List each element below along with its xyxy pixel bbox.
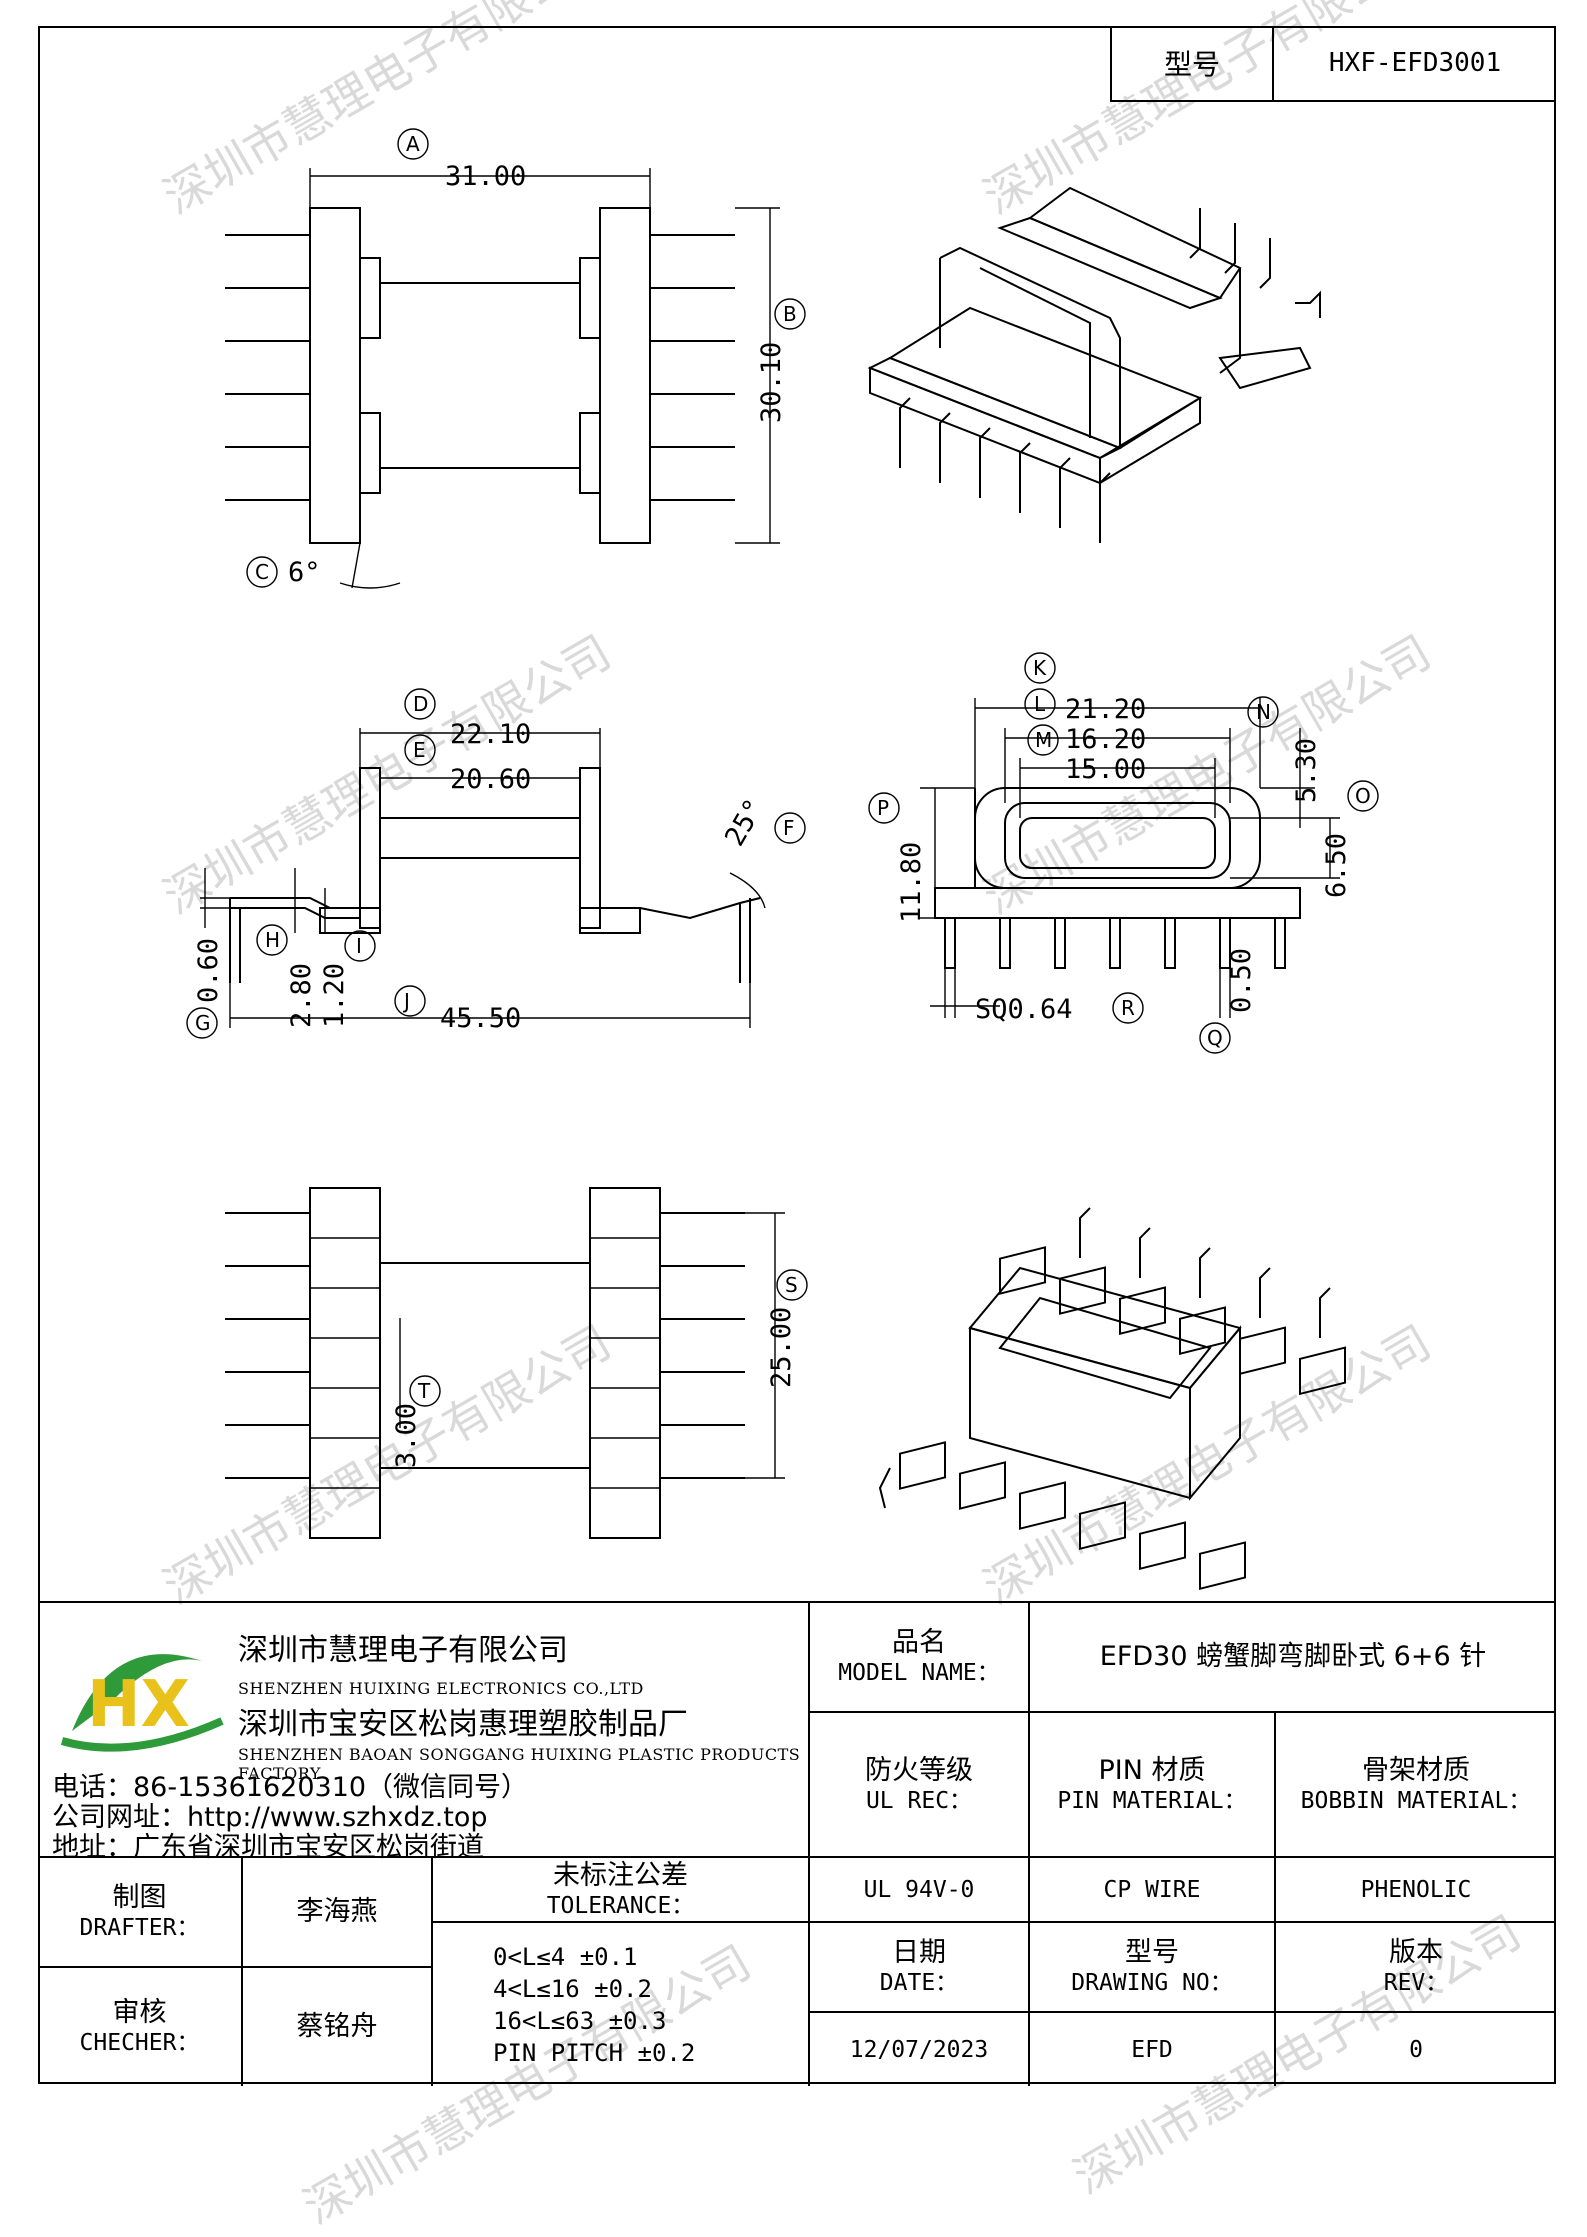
right-flange <box>599 207 651 544</box>
tolerance-values: 0<L≤4 ±0.1 4<L≤16 ±0.2 16<L≤63 ±0.3 PIN … <box>433 1923 810 2086</box>
dim-M: 15.00 <box>1065 754 1146 785</box>
dim-K: 21.20 <box>1065 694 1146 725</box>
rev-label: 版本 REV： <box>1276 1923 1556 2013</box>
isometric-view-top <box>867 186 1321 543</box>
dim-E: 20.60 <box>450 764 531 795</box>
label-K: K <box>1033 656 1047 680</box>
ul-value: UL 94V-0 <box>810 1858 1030 1923</box>
label-T: T <box>417 1379 431 1403</box>
rev-value: 0 <box>1409 2036 1423 2063</box>
technical-drawing: A 31.00 B 30.10 C 6° <box>186 128 1379 1591</box>
drawing-no-label: 型号 DRAWING NO： <box>1030 1923 1276 2013</box>
label-G: G <box>195 1011 211 1035</box>
company-name-cn: 深圳市慧理电子有限公司 <box>238 1633 568 1668</box>
dim-O: 6.50 <box>1321 833 1352 898</box>
drawing-no-value: EFD <box>1030 2013 1276 2086</box>
label-A: A <box>406 132 420 156</box>
checker-label: 审核 CHECHER： <box>38 1968 243 2086</box>
label-C: C <box>255 560 269 584</box>
label-B: B <box>783 302 797 326</box>
dim-A: 31.00 <box>445 161 526 192</box>
dim-D: 22.10 <box>450 719 531 750</box>
left-flange <box>309 207 361 544</box>
header-model-label: 型号 <box>1112 26 1274 100</box>
dim-Q: 0.50 <box>1226 948 1257 1013</box>
label-D: D <box>413 692 428 716</box>
dim-C: 6° <box>288 557 321 588</box>
dim-B: 30.10 <box>756 342 787 423</box>
dim-G: 0.60 <box>193 938 224 1003</box>
model-name-value: EFD30 螃蟹脚弯脚卧式 6+6 针 <box>1030 1603 1556 1713</box>
drafter-value: 李海燕 <box>243 1858 433 1968</box>
side-view: D 22.10 E 20.60 F 25° G 0.60 H I 2.80 1.… <box>186 688 806 1039</box>
front-view-pins <box>944 917 1286 969</box>
label-F: F <box>783 816 795 840</box>
isometric-pins-back <box>1189 208 1321 318</box>
isometric-pins-front <box>899 397 1111 543</box>
company-info: HX 深圳市慧理电子有限公司 SHENZHEN HUIXING ELECTRON… <box>38 1603 810 1863</box>
drawing-frame <box>38 26 1556 2084</box>
date-value: 12/07/2023 <box>810 2013 1030 2086</box>
dim-S: 25.00 <box>766 1307 797 1388</box>
model-name-label: 品名 MODEL NAME： <box>810 1603 1030 1713</box>
header-model-value: HXF-EFD3001 <box>1328 48 1502 78</box>
bottom-view: S 25.00 T 3.00 <box>225 1187 808 1539</box>
isometric-blocks-front <box>899 1441 1246 1591</box>
checker-value: 蔡铭舟 <box>243 1968 433 2086</box>
isometric-blocks-back <box>999 1246 1346 1396</box>
bottom-view-pins <box>225 1212 745 1479</box>
dim-P: 11.80 <box>896 842 927 923</box>
bobbin-material-label: 骨架材质 BOBBIN MATERIAL： <box>1276 1713 1556 1858</box>
tolerance-label: 未标注公差 TOLERANCE： <box>433 1858 810 1923</box>
pin-material-label: PIN 材质 PIN MATERIAL： <box>1030 1713 1276 1858</box>
dim-F: 25° <box>719 794 770 852</box>
company-name-en: SHENZHEN HUIXING ELECTRONICS CO.,LTD <box>238 1679 644 1698</box>
bobbin-material-value: PHENOLIC <box>1276 1858 1556 1923</box>
dim-H: 2.80 <box>286 963 317 1028</box>
company-logo: HX <box>60 1654 224 1752</box>
label-E: E <box>413 738 426 762</box>
ul-label: 防火等级 UL REC： <box>810 1713 1030 1858</box>
label-L: L <box>1034 692 1046 716</box>
logo-text: HX <box>87 1668 190 1742</box>
label-P: P <box>877 796 889 820</box>
dim-R: SQ0.64 <box>975 994 1073 1025</box>
pins-right <box>650 234 735 501</box>
drafter-label: 制图 DRAFTER： <box>38 1858 243 1968</box>
dim-N: 5.30 <box>1291 738 1322 803</box>
title-block: HX 深圳市慧理电子有限公司 SHENZHEN HUIXING ELECTRON… <box>38 1601 1556 2086</box>
label-N: N <box>1256 700 1271 724</box>
company-address: 地址：广东省深圳市宝安区松岗街道 <box>52 1832 484 1863</box>
dim-J: 45.50 <box>440 1003 521 1034</box>
pins-left <box>225 234 310 501</box>
isometric-pins-up <box>1079 1207 1331 1338</box>
bottom-view-slots <box>310 1237 660 1489</box>
company-phone: 电话：86-15361620310（微信同号） <box>52 1772 529 1803</box>
dim-T: 3.00 <box>391 1403 422 1468</box>
front-view: K 21.20 L 16.20 M 15.00 N 5.30 O 6.50 P … <box>868 652 1379 1054</box>
header-model-box: 型号 HXF-EFD3001 <box>1110 26 1556 102</box>
label-Q: Q <box>1207 1026 1223 1050</box>
pin-material-value: CP WIRE <box>1030 1858 1276 1923</box>
label-O: O <box>1355 784 1371 808</box>
label-I: I <box>356 934 362 958</box>
isometric-view-bottom <box>878 1207 1346 1591</box>
label-R: R <box>1121 996 1135 1020</box>
date-label: 日期 DATE： <box>810 1923 1030 2013</box>
label-H: H <box>265 928 280 952</box>
top-view: A 31.00 B 30.10 C 6° <box>225 128 806 589</box>
bottom-left-flange <box>309 1187 381 1539</box>
bottom-right-flange <box>589 1187 661 1539</box>
label-J: J <box>402 989 410 1013</box>
factory-name-cn: 深圳市宝安区松岗惠理塑胶制品厂 <box>238 1707 688 1742</box>
label-S: S <box>785 1273 798 1297</box>
dim-I: 1.20 <box>319 963 350 1028</box>
label-M: M <box>1035 728 1052 752</box>
factory-name-en: SHENZHEN BAOAN SONGGANG HUIXING PLASTIC … <box>238 1745 801 1783</box>
company-website[interactable]: 公司网址：http://www.szhxdz.top <box>52 1802 488 1833</box>
dim-L: 16.20 <box>1065 724 1146 755</box>
